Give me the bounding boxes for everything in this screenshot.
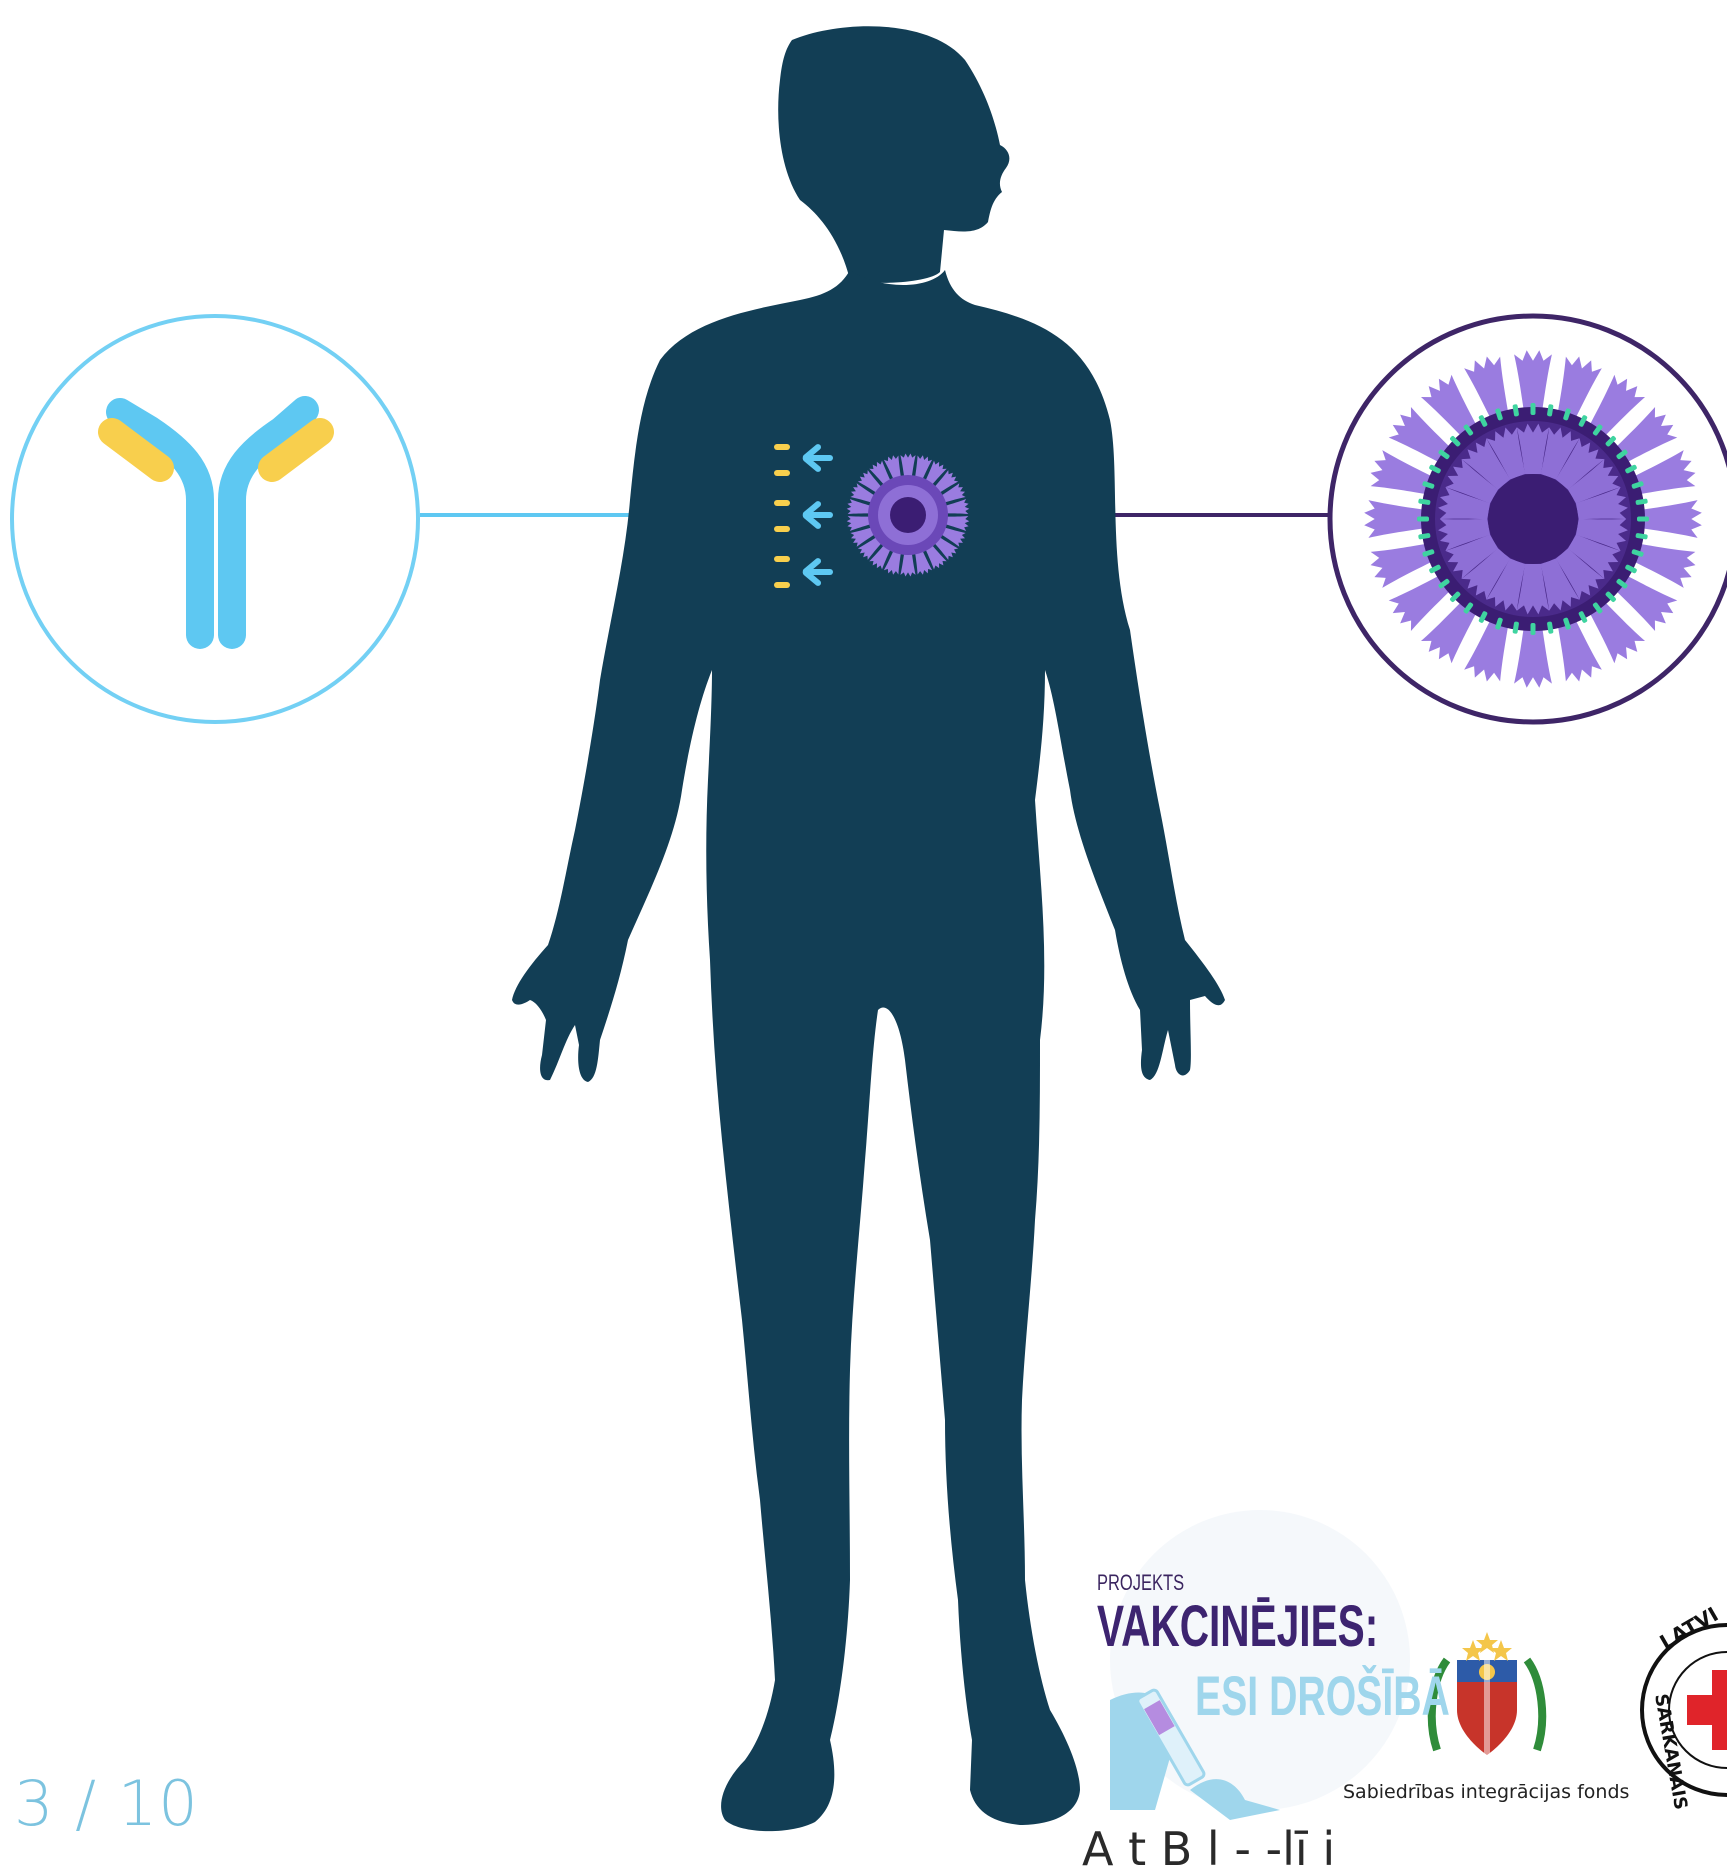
projekts-label: PROJEKTS bbox=[1097, 1570, 1184, 1596]
page-counter: 3 / 10 bbox=[14, 1773, 199, 1835]
virus-surface-dot bbox=[1531, 403, 1536, 415]
antibody-callout bbox=[12, 316, 418, 722]
bottom-cut-text: A t B l - -lī i bbox=[1082, 1826, 1335, 1872]
project-subtitle: ESI DROŠĪBĀ bbox=[1195, 1668, 1450, 1724]
virus-surface-dot bbox=[1531, 623, 1536, 635]
virus-callout bbox=[1330, 316, 1727, 722]
human-silhouette bbox=[512, 26, 1225, 1831]
project-title: VAKCINĒJIES: bbox=[1097, 1598, 1378, 1656]
virus-surface-dot bbox=[1637, 517, 1649, 522]
virus-surface-dot bbox=[1417, 517, 1429, 522]
fund-name: Sabiedrības integrācijas fonds bbox=[1343, 1781, 1629, 1803]
latvian-red-cross-logo: LATVI SARKANAIS bbox=[1642, 1602, 1727, 1811]
